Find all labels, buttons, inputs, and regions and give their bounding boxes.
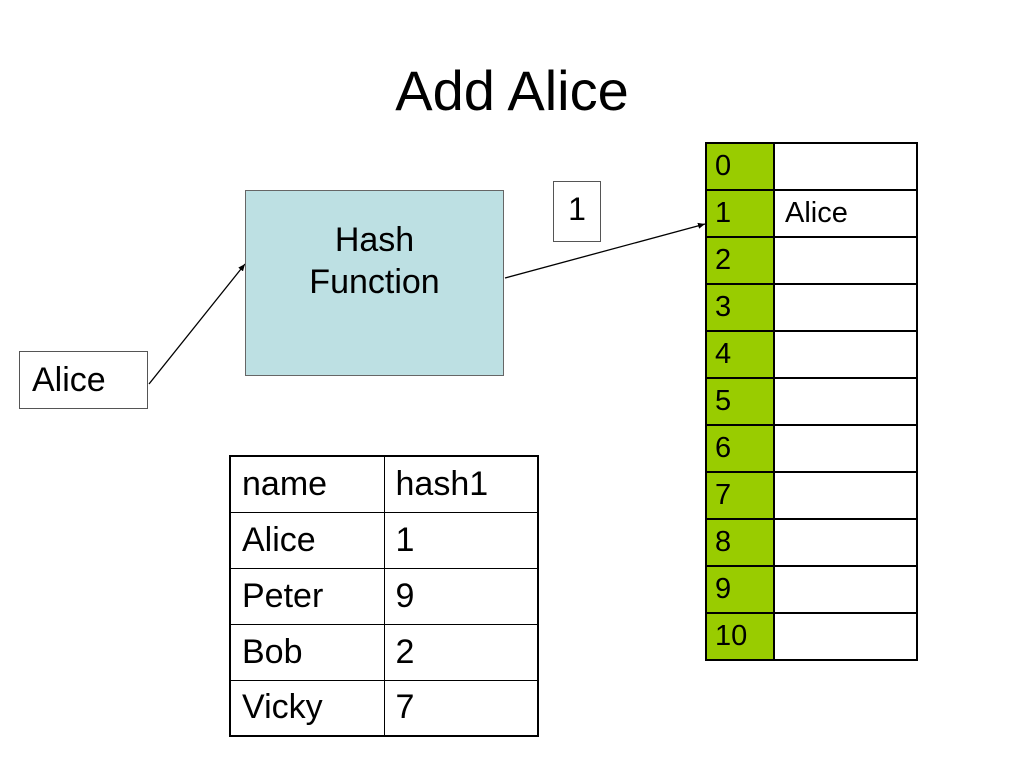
hash-table-index: 3 [705, 283, 775, 332]
lookup-cell-name: Peter [229, 567, 385, 625]
hash-table-value [773, 142, 918, 191]
table-row: Vicky 7 [229, 679, 539, 737]
hash-table-index: 4 [705, 330, 775, 379]
hash-table-row: 6 [705, 424, 918, 473]
hash-table-index: 7 [705, 471, 775, 520]
hash-table-row: 7 [705, 471, 918, 520]
hash-table-index: 0 [705, 142, 775, 191]
hash-table-index: 2 [705, 236, 775, 285]
lookup-cell-name: Vicky [229, 679, 385, 737]
hash-table-row: 10 [705, 612, 918, 661]
lookup-table-header-row: name hash1 [229, 455, 539, 513]
hash-table-index: 5 [705, 377, 775, 426]
name-hash-lookup-table: name hash1 Alice 1 Peter 9 Bob 2 Vicky 7 [229, 455, 539, 737]
hash-function-label-line2: Function [309, 263, 440, 301]
hash-table-value: Alice [773, 189, 918, 238]
table-row: Peter 9 [229, 567, 539, 625]
hash-table-value [773, 283, 918, 332]
hash-table-index: 8 [705, 518, 775, 567]
hash-to-table-arrow [504, 222, 706, 279]
hash-table-row: 4 [705, 330, 918, 379]
hash-table-row: 9 [705, 565, 918, 614]
hash-table: 0 1 Alice 2 3 4 5 6 7 [705, 142, 918, 661]
hash-table-index: 10 [705, 612, 775, 661]
input-key-box: Alice [19, 351, 148, 409]
hash-table-row: 2 [705, 236, 918, 285]
lookup-cell-name: Bob [229, 623, 385, 681]
lookup-cell-hash: 2 [383, 623, 539, 681]
hash-function-box: Hash Function [245, 190, 504, 376]
lookup-cell-name: Alice [229, 511, 385, 569]
hash-table-row: 8 [705, 518, 918, 567]
input-to-hash-arrow [148, 263, 246, 385]
hash-table-value [773, 518, 918, 567]
hash-table-row: 5 [705, 377, 918, 426]
slide-title: Add Alice [395, 59, 629, 122]
table-row: Bob 2 [229, 623, 539, 681]
hash-table-index: 9 [705, 565, 775, 614]
hash-table-value [773, 471, 918, 520]
hash-table-value [773, 612, 918, 661]
hash-table-value [773, 424, 918, 473]
hash-table-value [773, 236, 918, 285]
table-row: Alice 1 [229, 511, 539, 569]
hash-table-index: 1 [705, 189, 775, 238]
hash-table-row: 3 [705, 283, 918, 332]
hash-table-row: 1 Alice [705, 189, 918, 238]
hash-table-value [773, 330, 918, 379]
lookup-cell-hash: 9 [383, 567, 539, 625]
hash-table-index: 6 [705, 424, 775, 473]
hash-function-label-line1: Hash [334, 221, 415, 259]
hash-table-value [773, 377, 918, 426]
lookup-header-hash: hash1 [383, 455, 539, 513]
hash-output-box: 1 [553, 181, 601, 242]
hash-table-row: 0 [705, 142, 918, 191]
lookup-header-name: name [229, 455, 385, 513]
lookup-cell-hash: 7 [383, 679, 539, 737]
hash-table-value [773, 565, 918, 614]
lookup-cell-hash: 1 [383, 511, 539, 569]
